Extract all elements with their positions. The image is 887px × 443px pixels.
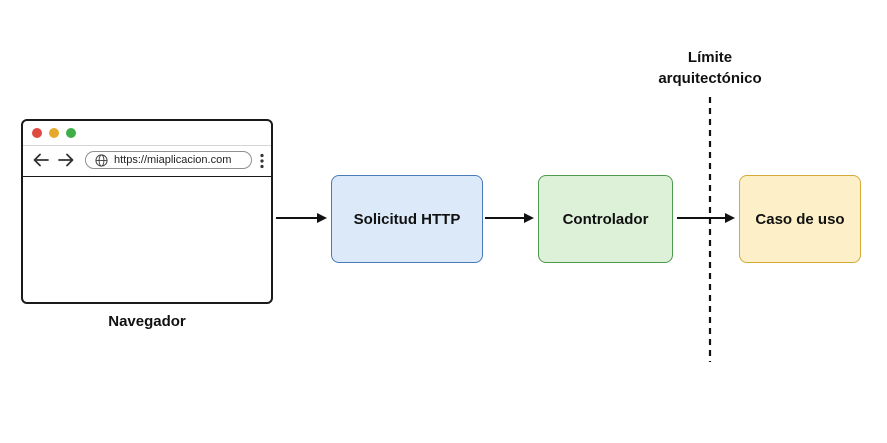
boundary-label-line1: Límite (687, 49, 733, 66)
use-case-node: Caso de uso (739, 175, 861, 263)
controller-node: Controlador (538, 175, 673, 263)
http-request-label: Solicitud HTTP (353, 210, 461, 228)
browser-titlebar (23, 121, 271, 146)
browser-label: Navegador (108, 313, 186, 330)
minimize-dot-icon[interactable] (49, 128, 59, 138)
boundary-label: Límite arquitectónico (640, 47, 780, 89)
arrow-right-icon[interactable] (56, 150, 76, 170)
maximize-dot-icon[interactable] (66, 128, 76, 138)
use-case-label: Caso de uso (755, 210, 845, 228)
http-request-node: Solicitud HTTP (331, 175, 483, 263)
url-text: https://miaplicacion.com (114, 154, 232, 166)
controller-label: Controlador (562, 210, 649, 228)
boundary-label-line2: arquitectónico (658, 70, 762, 87)
close-dot-icon[interactable] (32, 128, 42, 138)
arrow-left-icon[interactable] (31, 150, 51, 170)
browser-navbar: https://miaplicacion.com (23, 146, 271, 177)
url-bar[interactable]: https://miaplicacion.com (85, 151, 252, 169)
kebab-menu-icon[interactable] (257, 152, 267, 170)
globe-icon (94, 153, 108, 167)
browser-window: https://miaplicacion.com (21, 119, 273, 304)
